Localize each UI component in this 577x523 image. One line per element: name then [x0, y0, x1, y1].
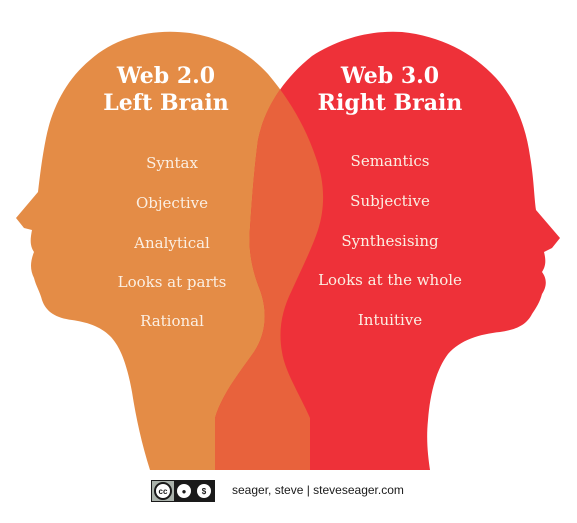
non-commercial-icon: $	[197, 484, 211, 498]
cc-terms: ● $	[174, 481, 214, 501]
right-trait-semantics: Semantics	[351, 152, 430, 170]
left-trait-rational: Rational	[140, 312, 204, 330]
right-trait-synthesising: Synthesising	[341, 232, 439, 250]
right-trait-intuitive: Intuitive	[358, 311, 422, 329]
attribution-icon: ●	[177, 484, 191, 498]
left-title-line2: Left Brain	[103, 90, 229, 116]
left-trait-syntax: Syntax	[146, 154, 198, 172]
credit-text: seager, steve | steveseager.com	[232, 483, 404, 497]
left-trait-analytical: Analytical	[133, 234, 210, 252]
footer: cc ● $ seager, steve | steveseager.com	[0, 478, 577, 508]
right-trait-subjective: Subjective	[350, 192, 430, 210]
right-title-line2: Right Brain	[318, 90, 463, 116]
left-title-line1: Web 2.0	[116, 63, 215, 89]
creative-commons-by-nc-icon[interactable]: cc ● $	[151, 480, 215, 502]
right-title-line1: Web 3.0	[340, 63, 439, 89]
cc-logo-icon: cc	[154, 482, 172, 500]
left-trait-objective: Objective	[136, 194, 208, 212]
left-trait-looks-at-parts: Looks at parts	[118, 273, 227, 291]
right-trait-looks-at-the-whole: Looks at the whole	[318, 271, 462, 289]
